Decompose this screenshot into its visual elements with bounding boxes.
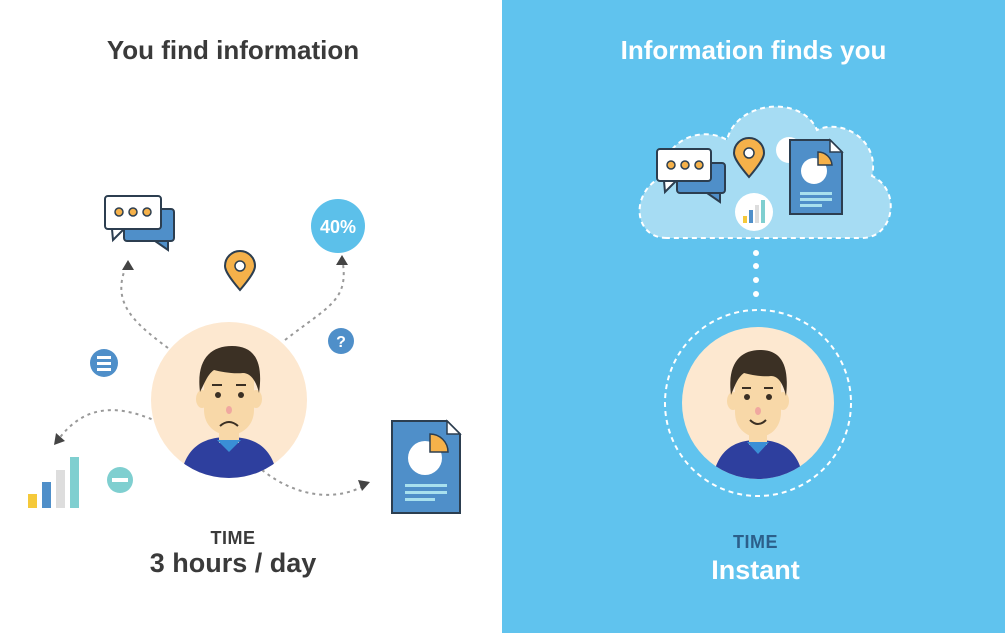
menu-icon — [90, 349, 118, 377]
sad-avatar — [151, 322, 307, 478]
bar-chart-icon — [28, 457, 79, 508]
percent-badge-text: 40% — [320, 217, 356, 237]
happy-avatar — [682, 327, 834, 479]
chat-bubbles-icon — [656, 148, 726, 204]
right-panel: Information finds you — [502, 0, 1005, 633]
avatar-ring — [664, 309, 852, 497]
left-time-label: TIME — [210, 528, 256, 548]
left-time-value: 3 hours / day — [149, 548, 317, 578]
left-illustration: 40% ? — [28, 195, 462, 514]
bar-chart-icon — [735, 193, 773, 231]
right-illustration — [638, 105, 892, 497]
right-title: Information finds you — [620, 35, 887, 65]
left-panel: You find information — [0, 0, 502, 633]
connector-dots — [753, 250, 759, 297]
minus-icon — [107, 467, 133, 493]
chat-bubbles-icon — [104, 195, 175, 252]
document-icon — [789, 138, 844, 215]
map-pin-icon — [223, 250, 257, 292]
document-icon — [391, 419, 462, 514]
svg-text:?: ? — [336, 334, 346, 351]
right-time-value: Instant — [711, 555, 800, 585]
arrow-to-chart — [57, 409, 159, 441]
arrow-to-percent — [284, 257, 345, 341]
right-time-label: TIME — [733, 532, 778, 552]
arrow-to-chat — [120, 261, 169, 349]
question-icon: ? — [328, 328, 354, 354]
left-title: You find information — [106, 35, 360, 65]
arrow-to-document — [261, 469, 366, 496]
percent-badge-icon: 40% — [311, 199, 365, 253]
map-pin-icon — [732, 137, 766, 179]
